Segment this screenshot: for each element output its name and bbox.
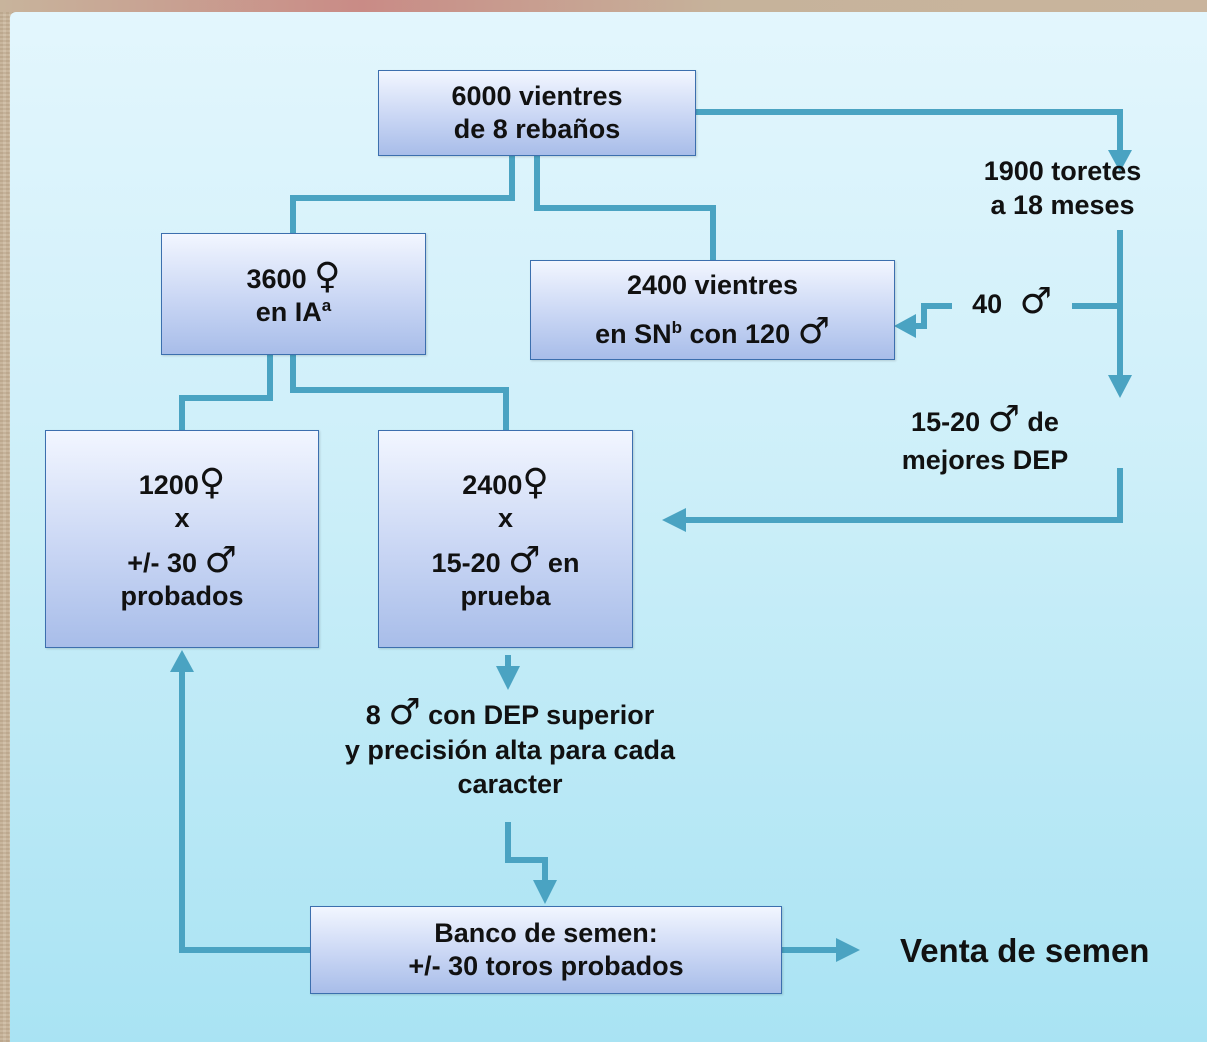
connector-selected-to-banco: [505, 822, 548, 880]
top-line2: de 8 rebaños: [453, 114, 621, 144]
mejores-line2: mejores DEP: [901, 444, 1069, 475]
sn-line1: 2400 vientres: [626, 270, 799, 301]
connector-mejores-to-prueba: [685, 468, 1123, 523]
male-icon: ♂: [1019, 281, 1052, 322]
probados-line1: 1200♀: [139, 465, 225, 502]
female-icon: ♀: [314, 256, 341, 298]
female-icon: ♀: [198, 462, 226, 504]
probados-count: 1200: [138, 470, 199, 501]
prueba-prefix: 15-20: [431, 548, 501, 578]
prueba-line1: 2400♀: [462, 465, 548, 502]
mejores-line1: 15-20 ♂ de: [870, 402, 1100, 440]
sn-line2: en SNb con 120 ♂: [595, 314, 830, 351]
connector-top-to-toretes: [696, 109, 1123, 150]
ia-text: en IA: [255, 297, 322, 327]
selected-line3: caracter: [457, 769, 563, 800]
ia-count: 3600: [246, 264, 307, 295]
ia-line2: en IAa: [256, 296, 331, 329]
male-icon: ♂: [388, 692, 421, 733]
arrowhead-selected: [496, 666, 520, 690]
sn-superscript: b: [671, 318, 683, 337]
male-icon: ♂: [508, 540, 541, 581]
arrowhead-probados: [170, 650, 194, 672]
arrowhead-venta: [836, 938, 860, 962]
probados-prefix: +/- 30: [127, 548, 197, 578]
prueba-count: 2400: [462, 470, 523, 501]
connector-ia-right: [290, 355, 509, 430]
connector-top-to-ia: [290, 155, 515, 233]
male-icon: ♂: [797, 311, 830, 352]
selected-count: 8: [365, 700, 381, 730]
prueba-word: en: [547, 548, 580, 578]
prueba-line3: 15-20 ♂ en: [432, 543, 580, 580]
mejores-word: de: [1027, 407, 1059, 437]
arrowhead-sn: [894, 314, 916, 338]
selected-word: con DEP superior: [428, 700, 655, 730]
female-icon: ♀: [522, 462, 549, 504]
top-decorative-strip: [0, 0, 1207, 12]
connector-ia-left: [179, 355, 273, 430]
arrowhead-prueba: [662, 508, 686, 532]
banco-line1: Banco de semen:: [434, 918, 658, 949]
probados-x: x: [174, 503, 190, 534]
sn-suffix: con 120: [682, 319, 791, 349]
sn-box: 2400 vientres en SNb con 120 ♂: [530, 260, 895, 360]
probados-box: 1200♀ x +/- 30 ♂ probados: [45, 430, 319, 648]
arrowhead-banco: [533, 880, 557, 904]
banco-box: Banco de semen: +/- 30 toros probados: [310, 906, 782, 994]
connector-banco-to-probados: [179, 672, 310, 953]
arrowhead-mejores: [1108, 375, 1132, 398]
toretes-label: 1900 toretes a 18 meses: [955, 155, 1170, 223]
selected-line1: 8 ♂ con DEP superior: [300, 695, 720, 733]
sn-prefix: en SN: [595, 319, 672, 349]
prueba-x: x: [497, 503, 514, 534]
probados-line4: probados: [120, 580, 244, 611]
prueba-line4: prueba: [460, 580, 551, 611]
connector-top-to-sn: [534, 155, 716, 260]
connector-forty-to-sn: [914, 303, 952, 329]
venta-label: Venta de semen: [900, 932, 1150, 969]
prueba-box: 2400♀ x 15-20 ♂ en prueba: [378, 430, 633, 648]
male-icon: ♂: [987, 399, 1020, 440]
selected-line2: y precisión alta para cada: [344, 734, 676, 765]
toretes-line2: a 18 meses: [990, 189, 1135, 220]
forty-count: 40: [972, 289, 1003, 319]
forty-label: 40 ♂: [952, 284, 1072, 322]
ia-superscript: a: [321, 296, 332, 315]
mejores-label: 15-20 ♂ de mejores DEP: [870, 402, 1100, 478]
toretes-line1: 1900 toretes: [983, 156, 1142, 186]
arrowhead-toretes: [1108, 150, 1132, 172]
selected-label: 8 ♂ con DEP superior y precisión alta pa…: [300, 695, 720, 802]
probados-line3: +/- 30 ♂: [127, 543, 237, 580]
ia-line1: 3600 ♀: [247, 259, 341, 296]
ia-box: 3600 ♀ en IAa: [161, 233, 426, 355]
male-icon: ♂: [204, 540, 237, 581]
banco-line2: +/- 30 toros probados: [408, 951, 684, 981]
top-box: 6000 vientres de 8 rebaños: [378, 70, 696, 156]
mejores-count: 15-20: [911, 407, 981, 437]
top-line1: 6000 vientres: [451, 81, 623, 112]
